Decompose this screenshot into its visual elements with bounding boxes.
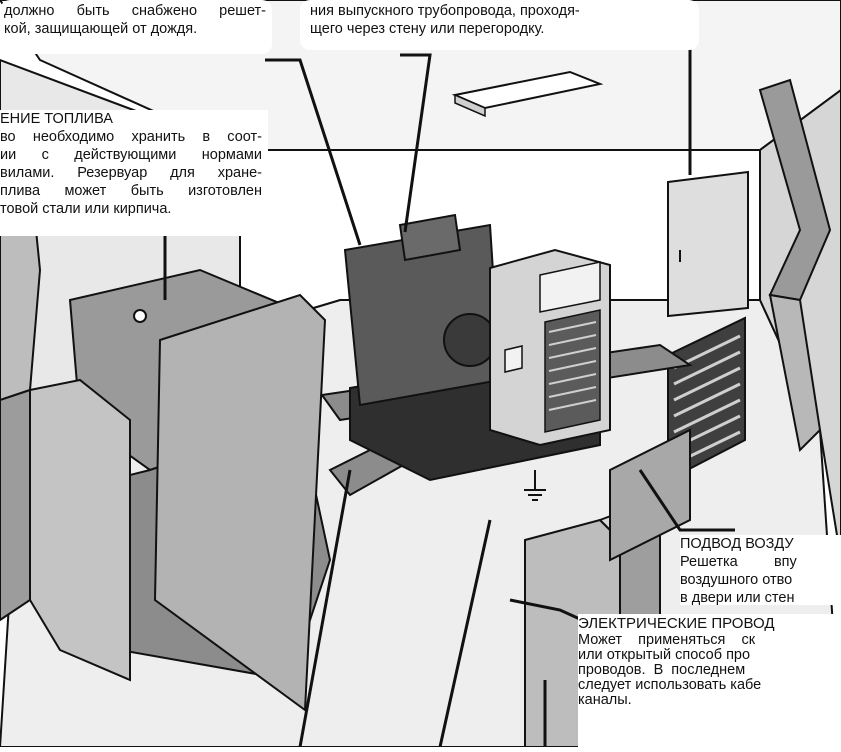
generator-set: [345, 215, 610, 480]
callout-top-center-line-1: ния выпускного трубопровода, проходя-: [310, 2, 693, 20]
callout-fuel-line-1: во необходимо хранить в соот-: [0, 128, 262, 146]
callout-electrical-wiring: ЭЛЕКТРИЧЕСКИЕ ПРОВОД Может применяться с…: [578, 614, 841, 747]
callout-fuel-line-4: плива может быть изготовлен: [0, 182, 262, 200]
callout-electric-title: ЭЛЕКТРИЧЕСКИЕ ПРОВОД: [578, 614, 841, 633]
back-door: [668, 172, 748, 316]
callout-air-line-2: воздушного отво: [680, 571, 841, 589]
callout-top-center-line-2: щего через стену или перегородку.: [310, 20, 693, 38]
callout-air-title: ПОДВОД ВОЗДУ: [680, 535, 841, 553]
callout-electric-line-3: проводов. В последнем: [578, 663, 841, 678]
callout-electric-line-1: Может применяться ск: [578, 633, 841, 648]
callout-electric-line-4: следует использовать кабе: [578, 678, 841, 693]
callout-top-left-line-1: должно быть снабжено решет-: [4, 2, 266, 20]
callout-electric-line-5: каналы.: [578, 693, 841, 708]
callout-fuel-line-3: вилами. Резервуар для хране-: [0, 164, 262, 182]
callout-air-intake: ПОДВОД ВОЗДУ Решетка впу воздушного отво…: [680, 535, 841, 605]
callout-fuel-line-5: товой стали или кирпича.: [0, 200, 262, 218]
callout-electric-line-2: или открытый способ про: [578, 648, 841, 663]
callout-top-left: должно быть снабжено решет- кой, защищаю…: [0, 0, 272, 54]
callout-air-line-3: в двери или стен: [680, 589, 841, 605]
callout-fuel-line-2: ии с действующими нормами: [0, 146, 262, 164]
callout-air-line-1: Решетка впу: [680, 553, 841, 571]
callout-top-center: ния выпускного трубопровода, проходя- ще…: [300, 0, 699, 50]
callout-fuel-storage: ЕНИЕ ТОПЛИВА во необходимо хранить в соо…: [0, 110, 268, 236]
callout-top-left-line-2: кой, защищающей от дождя.: [4, 20, 266, 38]
callout-fuel-title: ЕНИЕ ТОПЛИВА: [0, 110, 262, 128]
